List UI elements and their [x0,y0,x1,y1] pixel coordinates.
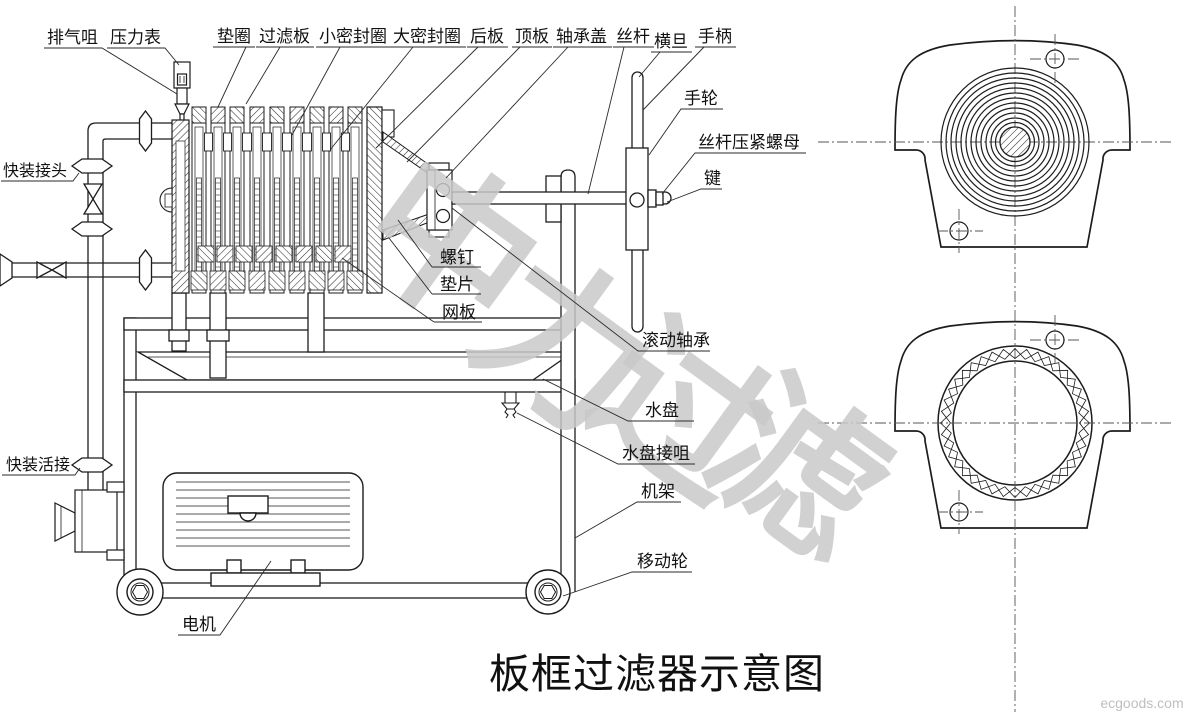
leader-bearing-cover [445,46,612,179]
suction-inlet-cone [0,253,13,287]
front-end-plate [159,119,190,294]
exhaust-nozzle-part [176,87,188,105]
leader-crossbar [638,51,692,78]
leader-pressure-gauge [107,47,180,66]
frame-and-tray [123,169,576,599]
drain-pipe [307,292,325,353]
leader-filter-plate [245,46,314,105]
feed-piping [0,109,172,492]
screw-press-assembly [451,71,672,333]
label-exhaust-nozzle: 排气咀 [47,28,98,47]
site-credit: ecgoods.com [1100,695,1183,711]
leader-rolling-bearing [451,207,710,352]
frame-right-post [560,169,576,592]
label-tray-nozzle: 水盘接咀 [622,444,690,463]
spiral-grooves [940,67,1090,217]
hole-centerlines [937,34,1082,534]
motor-nameplate [227,495,269,514]
label-top-plate: 顶板 [515,27,549,46]
leader-lines [1,46,806,636]
quick-coupling-symbol [70,158,114,174]
leader-handwheel [648,108,723,156]
leader-frame [574,501,681,539]
leader-handle [642,46,736,111]
quick-union-symbol [70,457,114,473]
label-handle: 手柄 [698,27,732,46]
label-frame: 机架 [641,482,675,501]
label-moving-wheel: 移动轮 [637,552,688,571]
leader-top-plate [406,46,552,163]
leader-mesh-plate [341,257,482,323]
moving-wheels [116,568,571,616]
label-quick-union: 快装活接 [6,456,70,474]
rolling-bearing-ball [435,182,451,198]
bearing-block [426,162,453,238]
leader-back-plate [375,46,508,149]
flange-symbol [138,109,153,153]
leader-moving-wheel [562,571,692,597]
pump-part [54,481,125,561]
leader-shim [388,237,481,295]
motor-base [210,572,321,587]
gasket-ring-hatch [939,347,1090,499]
label-bearing-cover: 轴承盖 [556,27,607,46]
label-small-seal-ring: 小密封圈 [319,27,387,46]
leader-screw-rod [587,46,654,195]
leader-quick-coupling [1,172,80,182]
label-large-seal-ring: 大密封圈 [393,27,461,46]
leader-screw-lock-nut [661,152,806,195]
leader-tray-nozzle [516,412,695,465]
label-screw-rod: 丝杆 [616,27,650,46]
label-screw-lock-nut: 丝杆压紧螺母 [698,133,800,152]
pipe-valve-icon [82,183,104,201]
label-key: 键 [704,169,721,188]
plate-stack [159,106,433,294]
leader-small-seal-ring [291,46,392,136]
label-mesh-plate: 网板 [442,303,476,322]
label-filter-plate: 过滤板 [259,27,310,46]
lock-nut-part [647,189,657,208]
label-back-plate: 后板 [470,27,504,46]
leader-motor [178,560,272,636]
tray-nozzle-part [500,392,521,419]
center-hub-hatched [999,126,1031,158]
drain-pipe [171,292,187,352]
leader-screw-bolt [397,219,481,268]
label-rolling-bearing: 滚动轴承 [642,331,710,350]
inlet-valve-icon [36,260,54,280]
leader-large-seal-ring [329,46,466,151]
leader-water-tray [542,378,694,422]
label-washer-ring: 垫圈 [217,27,251,46]
diagram-title: 板框过滤器示意图 [489,651,825,697]
back-plate-part [366,106,395,294]
label-screw-bolt: 螺钉 [440,248,474,267]
label-pressure-gauge: 压力表 [110,28,161,47]
part-labels: 排气咀 压力表 垫圈 过滤板 小密封圈 大密封圈 后板 顶板 轴承盖 丝杆 横旦… [3,27,800,634]
label-quick-coupling: 快装接头 [3,162,67,180]
motor-part [162,472,364,587]
leader-exhaust-nozzle [44,47,178,95]
label-shim: 垫片 [440,275,474,294]
end-plate-views [818,6,1172,712]
leader-key [666,188,722,203]
rolling-bearing-ball [435,208,451,224]
leader-washer-ring [213,46,255,108]
pressure-gauge-assembly [173,61,191,122]
label-crossbar: 横旦 [654,32,688,51]
label-water-tray: 水盘 [645,401,679,420]
label-handwheel: 手轮 [684,89,718,108]
coupling-symbol [70,221,114,237]
label-motor: 电机 [182,615,216,634]
flange-symbol [138,248,153,292]
filter-plates [190,106,364,294]
frame-left-post [123,317,137,593]
leader-quick-union [2,467,81,476]
